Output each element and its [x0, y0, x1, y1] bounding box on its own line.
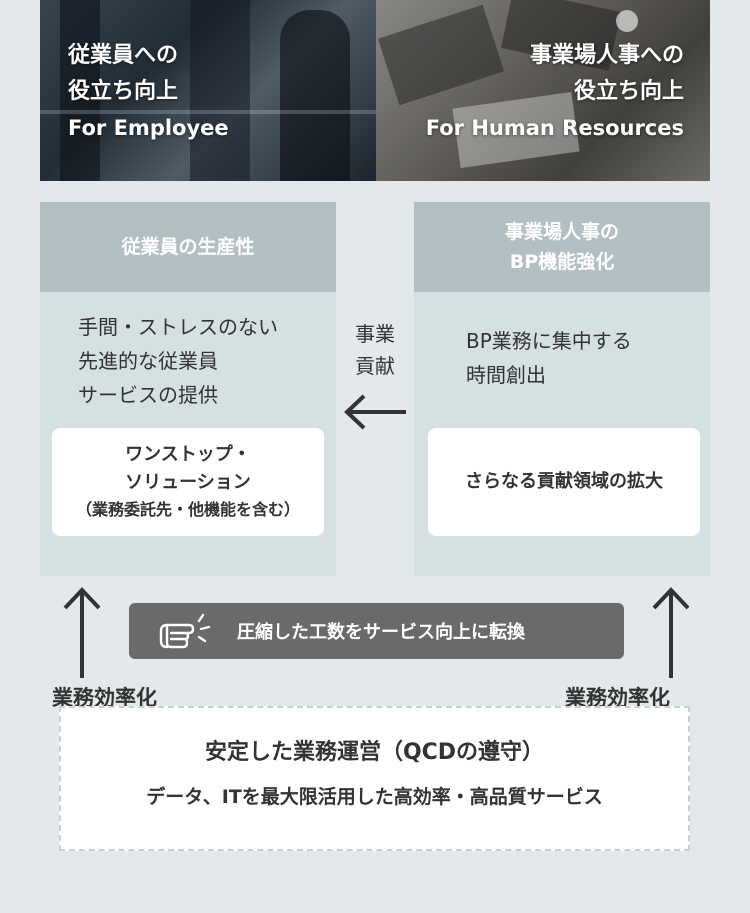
pointing-hand-icon [157, 611, 215, 651]
employee-photo-banner: 従業員への 役立ち向上 For Employee [40, 0, 376, 181]
service-improvement-banner: 圧縮した工数をサービス向上に転換 [129, 603, 624, 659]
arrow-up-icon [652, 587, 690, 678]
hr-bp-header: 事業場人事の BP機能強化 [414, 202, 710, 292]
stable-operations-subtitle: データ、ITを最大限活用した高効率・高品質サービス [146, 786, 603, 808]
one-stop-solution-subtitle: （業務委託先・他機能を含む） [75, 500, 300, 519]
hr-bp-panel: 事業場人事の BP機能強化 BP業務に集中する 時間創出 さらなる貢献領域の拡大 [414, 202, 710, 576]
employee-productivity-header: 従業員の生産性 [40, 202, 336, 292]
one-stop-solution-card: ワンストップ・ ソリューション （業務委託先・他機能を含む） [52, 428, 324, 536]
employee-productivity-panel: 従業員の生産性 手間・ストレスのない 先進的な従業員 サービスの提供 ワンストッ… [40, 202, 336, 576]
hr-bp-body: BP業務に集中する 時間創出 [466, 329, 632, 387]
hr-title-line1: 事業場人事への [529, 43, 684, 68]
service-improvement-text: 圧縮した工数をサービス向上に転換 [237, 622, 525, 643]
employee-title-line2: 役立ち向上 [68, 79, 179, 104]
contribution-expansion-card: さらなる貢献領域の拡大 [428, 428, 700, 536]
contribution-expansion-title: さらなる貢献領域の拡大 [465, 471, 663, 492]
arrow-left-icon [344, 394, 406, 430]
hr-photo-banner: 事業場人事への 役立ち向上 For Human Resources [376, 0, 710, 181]
one-stop-solution-title: ワンストップ・ ソリューション [125, 444, 251, 493]
employee-subtitle: For Employee [68, 116, 229, 140]
business-contribution-label: 事業 貢献 [355, 322, 395, 378]
employee-photo-caption: 従業員への 役立ち向上 For Employee [68, 38, 229, 144]
stable-operations-title: 安定した業務運営（QCDの遵守） [204, 740, 545, 765]
stable-operations-box: 安定した業務運営（QCDの遵守） データ、ITを最大限活用した高効率・高品質サー… [59, 706, 690, 851]
hr-subtitle: For Human Resources [425, 116, 684, 140]
arrow-up-icon [63, 587, 101, 678]
employee-productivity-body: 手間・ストレスのない 先進的な従業員 サービスの提供 [78, 315, 278, 407]
hr-photo-caption: 事業場人事への 役立ち向上 For Human Resources [426, 38, 684, 144]
hr-title-line2: 役立ち向上 [573, 79, 684, 104]
employee-title-line1: 従業員への [68, 43, 179, 68]
